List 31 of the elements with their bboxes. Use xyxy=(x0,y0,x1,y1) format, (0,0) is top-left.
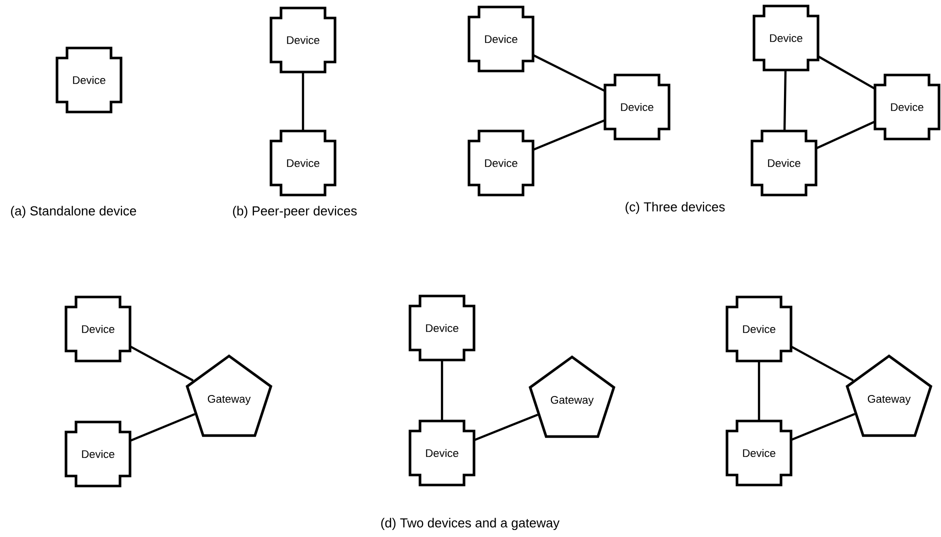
device-box: Device xyxy=(874,74,940,140)
device-box: Device xyxy=(604,74,670,140)
device-box: Device xyxy=(270,6,336,74)
caption: (a) Standalone device xyxy=(11,206,136,218)
device-box: Device xyxy=(64,296,132,362)
connector-line xyxy=(302,72,304,131)
device-box: Device xyxy=(408,294,476,362)
device-box: Device xyxy=(752,4,820,72)
connector-line xyxy=(816,120,876,150)
connector-line xyxy=(130,345,194,382)
connector-line xyxy=(474,414,538,442)
device-box: Device xyxy=(750,130,818,196)
connector-line xyxy=(532,119,606,151)
connector-line xyxy=(758,361,760,421)
connector-line xyxy=(818,55,876,90)
device-box: Device xyxy=(726,420,792,486)
connector-line xyxy=(790,346,854,382)
caption: (d) Two devices and a gateway xyxy=(381,518,560,530)
device-box: Device xyxy=(408,420,476,486)
device-box: Device xyxy=(56,46,122,114)
connector-line xyxy=(440,360,444,421)
device-box: Device xyxy=(270,130,336,196)
connector-line xyxy=(783,70,787,131)
caption: (c) Three devices xyxy=(626,202,725,214)
device-box: Device xyxy=(468,130,534,196)
device-box: Device xyxy=(64,420,132,488)
device-box: Device xyxy=(468,6,534,72)
device-box: Device xyxy=(726,296,792,362)
connector-line xyxy=(130,413,196,442)
connector-line xyxy=(790,412,856,441)
connector-line xyxy=(532,54,606,92)
